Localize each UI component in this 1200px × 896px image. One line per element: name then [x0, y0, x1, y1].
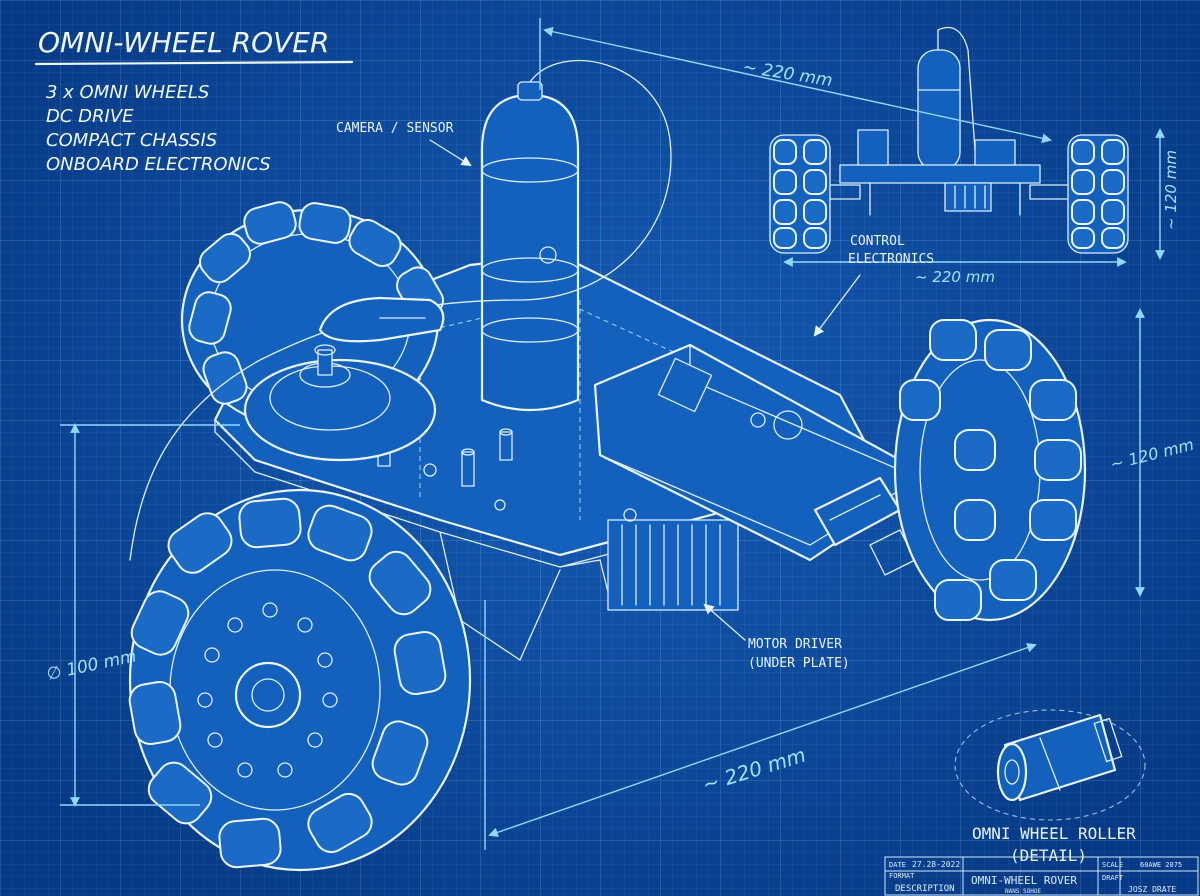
dim-side-height: ~ 120 mm — [1108, 435, 1195, 474]
page-title: OMNI-WHEEL ROVER — [38, 26, 329, 59]
title-block-heading: OMNI-WHEEL ROVER 3 x OMNI WHEELS DC DRIV… — [34, 26, 354, 175]
callout-control-line1: CONTROL — [850, 234, 905, 249]
motor-driver-heatsink — [607, 519, 739, 611]
dim-front-width: ~ 220 mm — [915, 268, 995, 286]
detail-caption-line1: OMNI WHEEL ROLLER — [972, 824, 1136, 843]
callout-camera: CAMERA / SENSOR — [336, 121, 472, 167]
tb-date-label: DATE — [889, 861, 906, 869]
tb-format-label: FORMAT — [889, 872, 915, 880]
dim-front-height: ~ 120 mm — [1162, 150, 1180, 230]
servo-arm — [318, 296, 445, 343]
front-view-left-wheel — [769, 134, 831, 254]
dim-base-length: ~ 220 mm — [699, 743, 808, 797]
roller-detail-drawing — [954, 709, 1146, 821]
feature-item: 3 x OMNI WHEELS — [46, 82, 209, 103]
tb-name-sub: NANS SOHOE — [1005, 888, 1042, 895]
wheel-hub-mount — [243, 344, 437, 462]
drawing-title-block: DATE 27.28-2022 FORMAT DESCRIPTION OMNI-… — [884, 856, 1199, 896]
front-view-right-wheel — [1067, 134, 1129, 254]
tb-name-value: OMNI-WHEEL ROVER — [971, 874, 1077, 887]
tb-drawn-label: DRAFT — [1102, 874, 1124, 882]
callout-control-line2: ELECTRONICS — [848, 252, 934, 267]
feature-item: DC DRIVE — [46, 106, 134, 127]
omni-wheel-right — [893, 318, 1087, 622]
rover-front-view — [769, 26, 1129, 254]
omni-wheel-front — [128, 488, 472, 872]
dim-top-length: ~ 220 mm — [741, 57, 834, 91]
feature-item: ONBOARD ELECTRONICS — [46, 154, 271, 175]
tb-drawn-value: JOSZ DRATE — [1128, 885, 1176, 894]
callout-motor-line1: MOTOR DRIVER — [748, 637, 842, 652]
tb-scale-label: SCALE — [1102, 861, 1123, 869]
dimension-lines — [60, 18, 1165, 850]
feature-item: COMPACT CHASSIS — [46, 130, 217, 151]
tb-date-value: 27.28-2022 — [912, 860, 960, 869]
tb-scale-value: 60AWE 2075 — [1140, 861, 1182, 869]
callout-camera-label: CAMERA / SENSOR — [336, 121, 454, 136]
detail-caption: OMNI WHEEL ROLLER (DETAIL) — [972, 824, 1136, 865]
dim-wheel-diameter: ∅ 100 mm — [45, 646, 138, 685]
tb-desc-label: DESCRIPTION — [895, 884, 955, 894]
rover-main-view — [128, 60, 1087, 872]
detail-caption-line2: (DETAIL) — [1010, 846, 1087, 865]
callout-motor-line2: (UNDER PLATE) — [748, 656, 850, 671]
callout-motor-driver: MOTOR DRIVER (UNDER PLATE) — [703, 603, 850, 671]
callout-control-electronics: CONTROL ELECTRONICS — [813, 234, 934, 337]
